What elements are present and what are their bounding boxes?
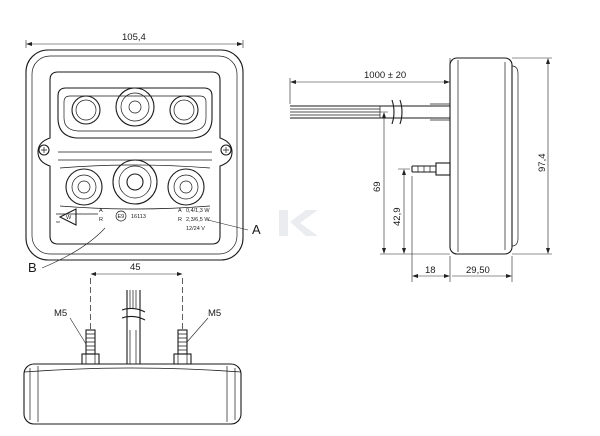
housing-inner-outline (31, 55, 238, 255)
upper-led-left (71, 95, 101, 125)
power-r: 2,3/6,5 W (186, 217, 210, 223)
mounting-hole-right (220, 144, 232, 156)
callout-a: A (252, 222, 261, 237)
lower-led-left (65, 168, 103, 206)
voltage: 12/24 V (186, 226, 205, 232)
upper-led-center (115, 87, 155, 127)
bottom-stud-right (173, 329, 192, 365)
dim-cable-length: 1000 ± 20 (364, 70, 406, 81)
thread-label-right: M5 (208, 308, 221, 319)
housing-outline (25, 49, 244, 261)
svg-text:W: W (66, 215, 72, 221)
cert-mark: E9 (118, 214, 125, 220)
approval-number: 16113 (131, 214, 146, 220)
front-view: W A R E9 16113 A 0,4/1,3 W R 2,3/6,5 W 1… (25, 32, 261, 275)
product-markings: W A R E9 16113 A 0,4/1,3 W R 2,3/6,5 W 1… (58, 208, 210, 232)
side-view: 1000 ± 20 97,4 69 42,9 18 29,50 (289, 57, 552, 282)
recycle-logo (58, 208, 77, 226)
lens-outline (37, 71, 233, 245)
lower-led-center (112, 159, 158, 205)
side-stud (411, 162, 451, 176)
bottom-stud-left (81, 329, 100, 365)
watermark-logo (279, 210, 318, 236)
side-housing (449, 57, 513, 255)
dim-height-69: 69 (372, 181, 383, 192)
lower-led-right (167, 168, 205, 206)
svg-text:A: A (178, 208, 182, 214)
bottom-cable (121, 290, 146, 364)
bottom-body (23, 363, 242, 425)
upper-chamber (57, 87, 213, 139)
mounting-hole-left (38, 144, 50, 156)
callout-b: B (28, 260, 37, 275)
cable (290, 99, 451, 125)
dim-height-42: 42,9 (392, 208, 403, 227)
dim-height-total: 97,4 (537, 154, 548, 173)
svg-text:R: R (178, 217, 182, 223)
dim-depth-29: 29,50 (466, 265, 490, 276)
thread-label-left: M5 (54, 308, 67, 319)
marking-row1-letter: A (99, 208, 103, 214)
bottom-view: 45 M5 M5 (23, 262, 242, 425)
dim-depth-18: 18 (425, 265, 436, 276)
upper-led-right (169, 95, 199, 125)
cert-circle (115, 210, 127, 222)
power-a: 0,4/1,3 W (186, 208, 210, 214)
marking-row2-letter: R (99, 217, 103, 223)
dim-stud-spacing: 45 (130, 262, 141, 273)
dim-front-width: 105,4 (122, 32, 146, 43)
